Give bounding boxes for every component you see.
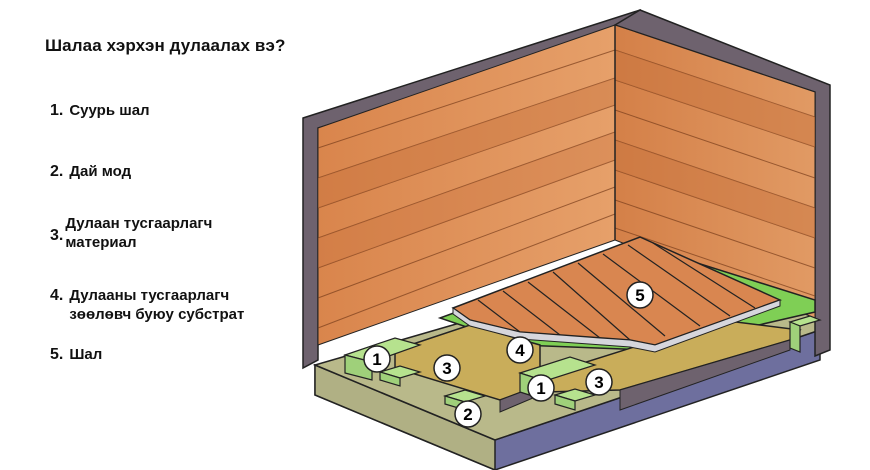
svg-text:3: 3 [442,359,451,378]
svg-text:5: 5 [635,286,644,305]
page-title: Шалаа хэрхэн дулаалах вэ? [45,36,286,55]
legend-label: Суурь шал [69,102,150,119]
callout-5: 5 [626,281,654,309]
svg-text:1: 1 [536,379,545,398]
svg-text:1: 1 [372,350,381,369]
legend-number: 5. [50,346,64,363]
callout-3a: 3 [433,354,461,382]
callout-2: 2 [454,400,482,428]
legend-item-insulation: 3.Дулаан тусгаарлагч материал [50,214,265,252]
legend-item-joist: 2. Дай мод [50,162,131,181]
callout-1a: 1 [363,345,391,373]
legend-label: Дулаан тусгаарлагч материал [65,215,213,251]
legend-number: 1. [50,102,64,119]
callout-1b: 1 [527,374,555,402]
floor-planks [451,236,782,353]
svg-text:3: 3 [594,373,603,392]
legend-number: 3. [50,227,64,244]
legend-label: Шал [69,346,103,363]
right-wall [613,9,831,358]
legend-item-substrate: 4. Дулааны тусгаарлагч зөөлөвч буюу субст… [50,286,289,324]
callout-4: 4 [506,336,534,364]
legend-label: Дай мод [69,163,132,180]
svg-text:4: 4 [515,341,525,360]
svg-text:2: 2 [463,405,472,424]
legend-item-base-floor: 1. Суурь шал [50,101,150,120]
left-wall [302,8,641,370]
legend-item-floor: 5. Шал [50,345,102,364]
callout-3b: 3 [585,368,613,396]
legend-number: 2. [50,163,64,180]
legend-label: Дулааны тусгаарлагч зөөлөвч буюу субстра… [69,287,245,323]
legend-number: 4. [50,287,64,304]
